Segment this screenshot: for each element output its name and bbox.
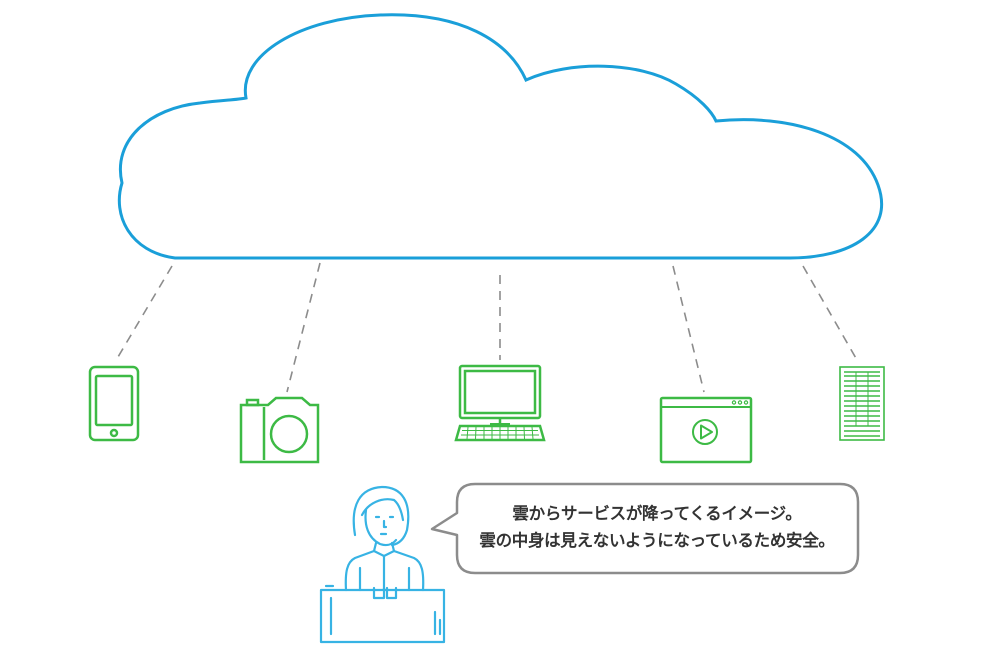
connector-video-player <box>672 265 705 393</box>
desktop-computer-icon <box>454 364 546 442</box>
speech-line-2: 雲の中身は見えないようになっているため安全。 <box>479 531 835 550</box>
video-player-icon <box>659 396 753 464</box>
speech-bubble-text: 雲からサービスが降ってくるイメージ。 雲の中身は見えないようになっているため安全… <box>462 500 852 554</box>
speech-bubble <box>430 482 860 575</box>
server-icon <box>839 366 885 441</box>
camera-icon <box>239 396 320 464</box>
person-at-desk-icon <box>319 485 446 644</box>
connector-server <box>802 265 858 361</box>
connector-lines <box>114 262 858 393</box>
connector-smartphone <box>114 265 173 363</box>
speech-line-1: 雲からサービスが降ってくるイメージ。 <box>512 504 802 523</box>
smartphone-icon <box>88 365 140 442</box>
cloud-icon <box>117 13 884 260</box>
connector-camera <box>286 262 321 393</box>
